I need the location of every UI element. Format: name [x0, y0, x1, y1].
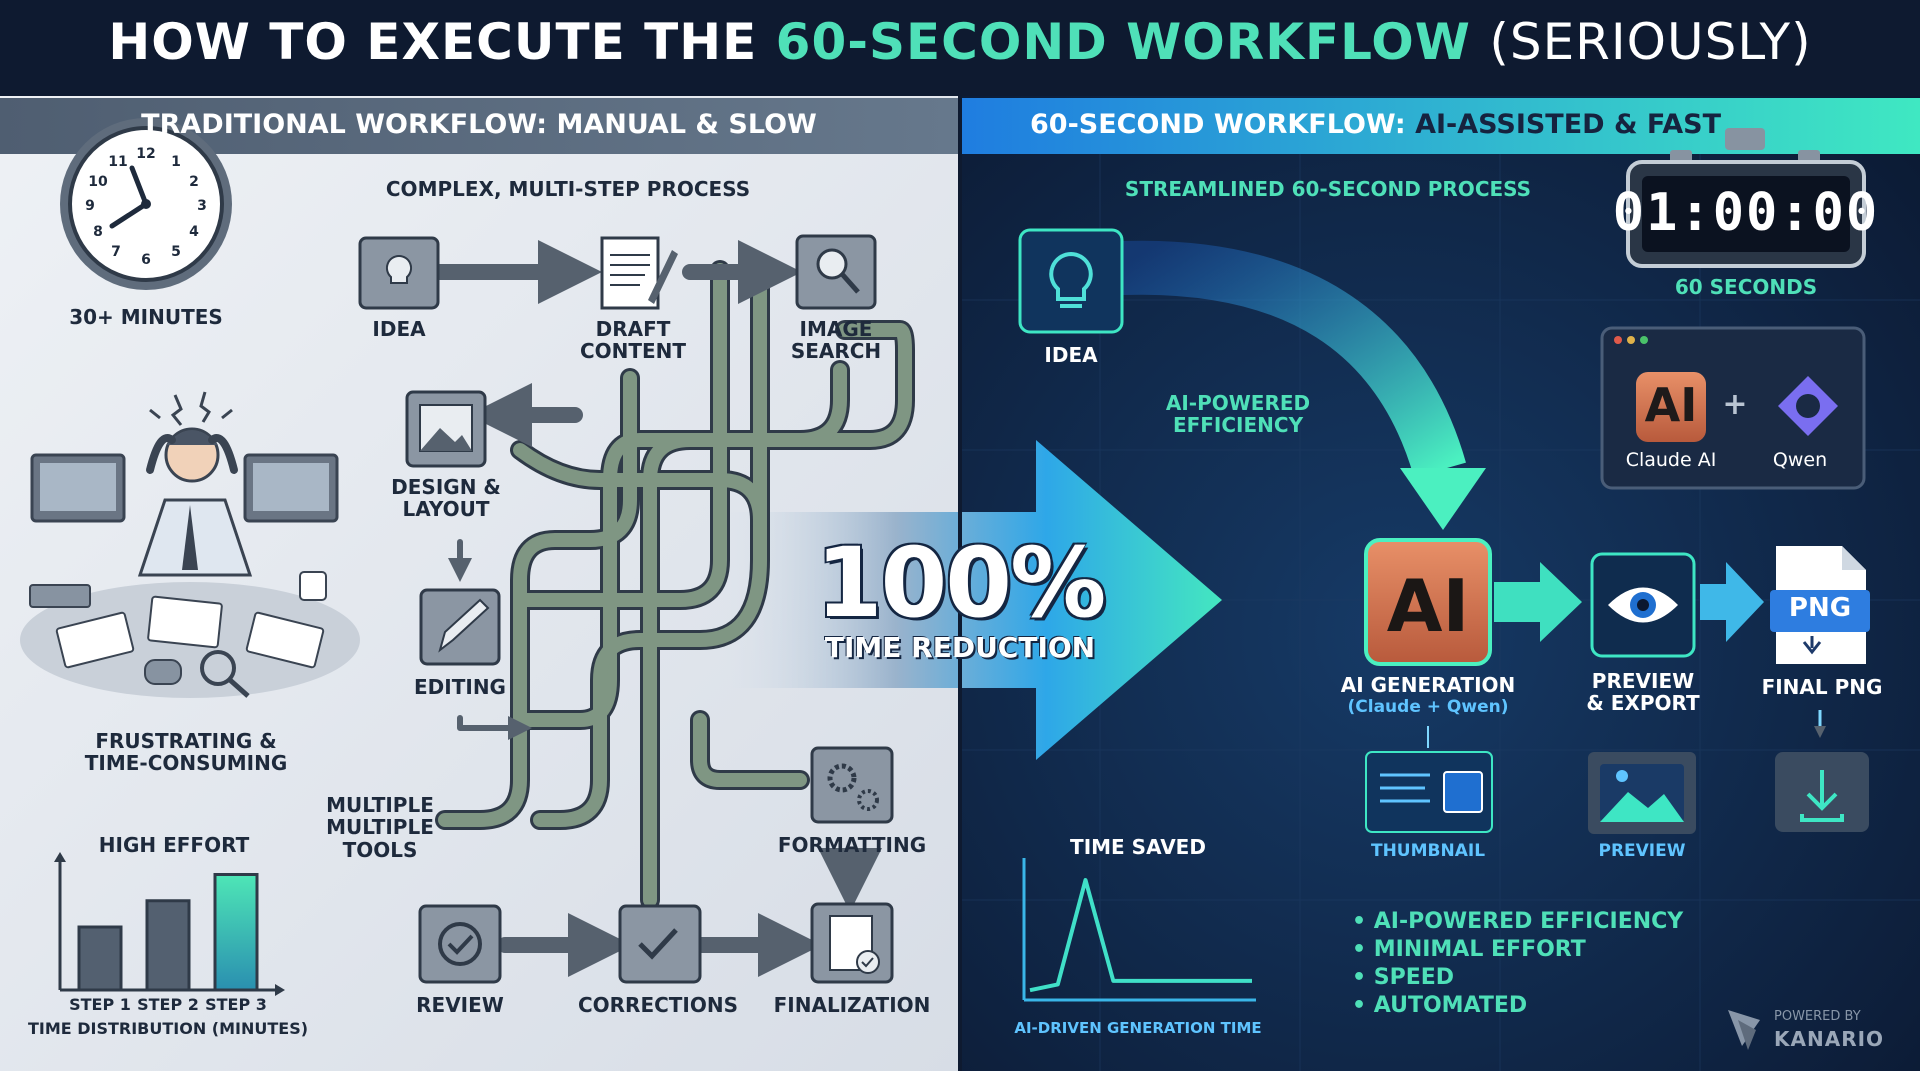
thumbnail-card-icon [1365, 751, 1493, 833]
frustrating-label: FRUSTRATING &TIME-CONSUMING [84, 729, 288, 776]
benefit-item: AI-POWERED EFFICIENCY [1352, 908, 1683, 936]
right-idea-label: IDEA [1044, 343, 1098, 367]
benefit-item: SPEED [1352, 964, 1683, 992]
time-reduction-percent: 100% [815, 527, 1107, 639]
design-layout-step-icon [405, 390, 487, 468]
preview-small-label: PREVIEW [1598, 841, 1686, 861]
time-saved-title: TIME SAVED [1070, 835, 1206, 859]
step-corrections-label: CORRECTIONS [577, 993, 739, 1017]
speed-streaks [1257, 565, 1363, 631]
tools-card [1600, 326, 1866, 490]
svg-text:1: 1 [171, 154, 181, 170]
clock-caption: 30+ MINUTES [69, 305, 223, 329]
download-tile [1775, 752, 1869, 832]
final-png-label: FINAL PNG [1761, 675, 1883, 699]
effort-bar [77, 925, 123, 992]
kanario-logo-icon [1728, 1010, 1760, 1050]
step-design-label: DESIGN &LAYOUT [391, 475, 501, 522]
stopwatch-icon [1626, 128, 1866, 268]
effort-chart-title: HIGH EFFORT [98, 833, 250, 857]
effort-chart-xlabel: TIME DISTRIBUTION (MINUTES) [27, 1019, 309, 1038]
svg-text:2: 2 [189, 174, 199, 190]
ai-generation-tile [1364, 538, 1492, 666]
effort-category-label: STEP 2 [137, 995, 199, 1014]
svg-text:4: 4 [189, 224, 199, 240]
effort-bar [145, 899, 191, 992]
png-file-icon [1770, 546, 1870, 664]
preview-image-icon [1588, 752, 1696, 834]
left-process-title: COMPLEX, MULTI-STEP PROCESS [385, 177, 751, 201]
svg-text:6: 6 [141, 252, 151, 268]
claude-logo-text: AI [1644, 378, 1698, 432]
step-finalization-label: FINALIZATION [773, 993, 931, 1017]
idea-lightbulb-icon [1018, 228, 1124, 334]
fast-header: 60-SECOND WORKFLOW: AI-ASSISTED & FAST [1030, 109, 1722, 140]
finalization-step-icon [810, 902, 894, 984]
png-badge-text: PNG [1788, 593, 1852, 623]
time-reduction-label: TIME REDUCTION [824, 631, 1096, 664]
step-editing-label: EDITING [414, 675, 506, 699]
effort-category-label: STEP 1 [69, 995, 131, 1014]
tangled-pipes [432, 240, 915, 977]
right-process-title: STREAMLINED 60-SECOND PROCESS [1124, 177, 1532, 201]
plus-sign: + [1722, 387, 1748, 422]
time-reduction-arrow [720, 440, 1222, 760]
step-idea-label: IDEA [372, 317, 426, 341]
brand-name: KANARIO [1774, 1027, 1885, 1051]
svg-text:9: 9 [85, 198, 95, 214]
draft-content-step-icon [600, 236, 678, 310]
benefit-item: MINIMAL EFFORT [1352, 936, 1683, 964]
timer-display: 01:00:00 [1612, 183, 1880, 243]
thumbnail-label: THUMBNAIL [1370, 841, 1486, 861]
effort-bar [213, 873, 259, 992]
idea-step-icon [358, 236, 440, 310]
step-formatting-label: FORMATTING [777, 833, 927, 857]
svg-text:7: 7 [111, 244, 121, 260]
claude-label: Claude AI [1625, 449, 1717, 471]
editing-step-icon [419, 588, 501, 666]
preview-eye-tile [1590, 552, 1696, 658]
ai-generation-sublabel: (Claude + Qwen) [1347, 697, 1509, 717]
flow-arrow-2 [1700, 562, 1764, 642]
svg-text:3: 3 [197, 198, 207, 214]
powered-by-label: POWERED BY [1774, 1009, 1861, 1024]
ai-logo-text: AI [1386, 564, 1470, 648]
timer-caption: 60 SECONDS [1674, 275, 1818, 299]
page-title: HOW TO EXECUTE THE 60-SECOND WORKFLOW (S… [108, 13, 1812, 71]
corrections-step-icon [618, 904, 702, 984]
effort-category-label: STEP 3 [205, 995, 267, 1014]
time-saved-line [1029, 878, 1252, 993]
time-saved-axes [1022, 858, 1256, 1002]
review-step-icon [418, 904, 502, 984]
time-chart-xlabel: AI-DRIVEN GENERATION TIME [1014, 1019, 1262, 1037]
step-review-label: REVIEW [416, 993, 504, 1017]
frustrated-worker-illustration [20, 391, 360, 698]
ai-generation-label: AI GENERATION [1340, 673, 1516, 697]
traditional-header: TRADITIONAL WORKFLOW: MANUAL & SLOW [141, 109, 817, 140]
preview-export-label: PREVIEW& EXPORT [1586, 669, 1700, 716]
qwen-label: Qwen [1772, 449, 1828, 471]
benefit-list: AI-POWERED EFFICIENCY MINIMAL EFFORT SPE… [1352, 908, 1683, 1020]
svg-text:12: 12 [136, 146, 155, 162]
image-search-step-icon [795, 234, 877, 310]
svg-text:8: 8 [93, 224, 103, 240]
svg-text:10: 10 [88, 174, 108, 190]
benefit-item: AUTOMATED [1352, 992, 1683, 1020]
svg-text:11: 11 [108, 154, 127, 170]
flow-arrow-1 [1494, 562, 1582, 642]
effort-bars [77, 873, 259, 992]
formatting-step-icon [810, 746, 894, 824]
svg-text:5: 5 [171, 244, 181, 260]
idea-flow-arrow [1121, 240, 1466, 478]
